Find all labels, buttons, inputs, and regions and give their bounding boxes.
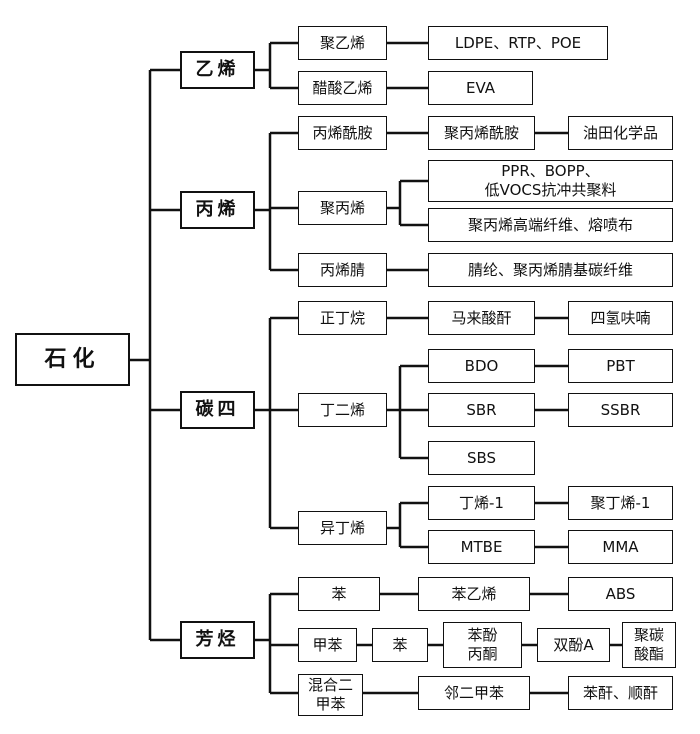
node-ldpe-rtp-poe: LDPE、RTP、POE [428,26,608,60]
node-n-butane: 正丁烷 [298,301,387,335]
node-phenol-acetone: 苯酚 丙酮 [443,622,522,668]
node-mtbe: MTBE [428,530,535,564]
node-root: 石化 [15,333,130,386]
node-benzene-2: 苯 [372,628,428,662]
node-ssbr: SSBR [568,393,673,427]
node-pbt: PBT [568,349,673,383]
node-abs: ABS [568,577,673,611]
node-polybutene-1: 聚丁烯-1 [568,486,673,520]
node-butene-1: 丁烯-1 [428,486,535,520]
node-vinyl-acetate: 醋酸乙烯 [298,71,387,105]
node-bisphenol-a: 双酚A [537,628,610,662]
node-sbs: SBS [428,441,535,475]
node-polyacrylamide: 聚丙烯酰胺 [428,116,535,150]
node-pp-fiber: 聚丙烯高端纤维、熔喷布 [428,208,673,242]
node-polyethylene: 聚乙烯 [298,26,387,60]
node-acrylic-fiber: 腈纶、聚丙烯腈基碳纤维 [428,253,673,287]
node-oilfield-chemicals: 油田化学品 [568,116,673,150]
node-o-xylene: 邻二甲苯 [418,676,530,710]
node-bdo: BDO [428,349,535,383]
node-polypropylene: 聚丙烯 [298,191,387,225]
node-eva: EVA [428,71,533,105]
node-maleic-anhydride: 马来酸酐 [428,301,535,335]
node-sbr: SBR [428,393,535,427]
node-polycarbonate: 聚碳 酸酯 [622,622,676,668]
node-ppr-bopp: PPR、BOPP、 低VOCS抗冲共聚料 [428,160,673,202]
node-mma: MMA [568,530,673,564]
node-acrylamide: 丙烯酰胺 [298,116,387,150]
node-anhydrides: 苯酐、顺酐 [568,676,673,710]
node-butadiene: 丁二烯 [298,393,387,427]
node-benzene: 苯 [298,577,380,611]
node-propylene: 丙烯 [180,191,255,229]
node-acrylonitrile: 丙烯腈 [298,253,387,287]
node-mixed-xylene: 混合二 甲苯 [298,674,363,716]
node-aromatics: 芳烃 [180,621,255,659]
node-styrene: 苯乙烯 [418,577,530,611]
node-toluene: 甲苯 [298,628,357,662]
node-isobutylene: 异丁烯 [298,511,387,545]
node-c4: 碳四 [180,391,255,429]
node-ethylene: 乙烯 [180,51,255,89]
node-thf: 四氢呋喃 [568,301,673,335]
